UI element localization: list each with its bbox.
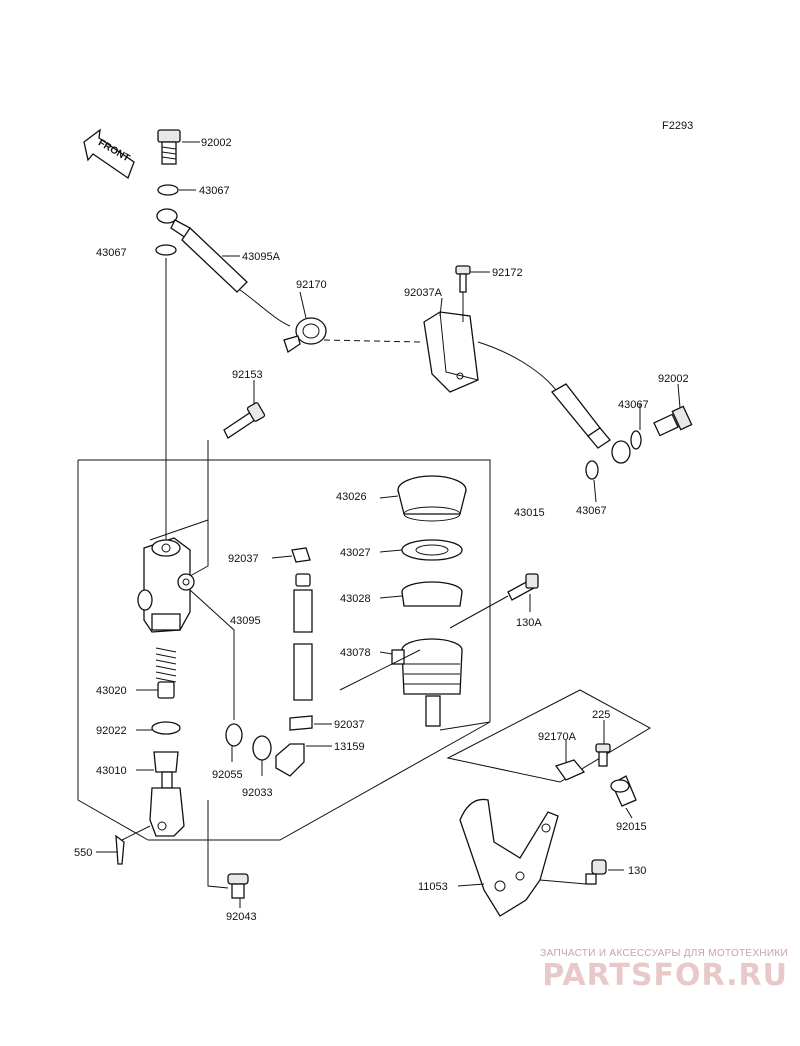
cotter-pin-550 <box>115 834 125 865</box>
part-label-43010: 43010 <box>96 765 127 777</box>
part-label-92002-right: 92002 <box>658 373 689 385</box>
o-ring-92055 <box>225 723 243 747</box>
part-label-43078: 43078 <box>340 647 371 659</box>
elbow-13159 <box>275 743 305 777</box>
part-label-130: 130 <box>628 865 646 877</box>
push-rod-43010 <box>149 751 185 837</box>
clip-92170A <box>554 759 586 781</box>
master-cylinder-body <box>137 537 195 633</box>
reservoir-43078 <box>391 638 463 727</box>
plate-43027 <box>401 539 463 561</box>
part-label-92055: 92055 <box>212 769 243 781</box>
part-label-92037A: 92037A <box>404 287 443 299</box>
part-label-92002-top: 92002 <box>201 137 232 149</box>
pin-92043 <box>227 873 249 899</box>
part-label-43067-right-b: 43067 <box>576 505 607 517</box>
bolt-130 <box>585 859 607 885</box>
banjo-bolt-92002 <box>157 129 181 165</box>
leader-lines <box>96 141 681 908</box>
circlip-92033 <box>252 735 272 761</box>
watermark: ЗАПЧАСТИ И АКСЕССУАРЫ ДЛЯ МОТОТЕХНИКИ PA… <box>488 948 788 993</box>
bracket-11053 <box>459 798 559 917</box>
part-label-92022: 92022 <box>96 725 127 737</box>
bracket-92037A <box>423 311 479 393</box>
part-label-11053: 11053 <box>418 881 448 893</box>
part-label-43067-top: 43067 <box>199 185 230 197</box>
part-label-130A: 130A <box>516 617 542 629</box>
part-label-92170A: 92170A <box>538 731 577 743</box>
watermark-logo: PARTSFOR.RU <box>542 958 788 993</box>
part-label-43067-right-a: 43067 <box>618 399 649 411</box>
washer-43067-left <box>155 244 177 256</box>
washer-43067-right-b <box>585 460 599 480</box>
part-label-43015: 43015 <box>514 507 545 519</box>
part-label-43026: 43026 <box>336 491 367 503</box>
part-label-43028: 43028 <box>340 593 371 605</box>
part-label-92153: 92153 <box>232 369 263 381</box>
reservoir-hose-43095 <box>293 573 313 701</box>
part-label-92015: 92015 <box>616 821 647 833</box>
clamp-92037-a <box>291 547 311 563</box>
washer-43067-right-a <box>630 430 642 450</box>
part-label-43020: 43020 <box>96 685 127 697</box>
bolt-130A <box>507 573 539 601</box>
clamp-92170 <box>283 317 327 354</box>
brake-hose-right <box>551 383 631 464</box>
clamp-92037-b <box>289 715 313 731</box>
part-label-92170: 92170 <box>296 279 327 291</box>
spring-43020 <box>155 647 177 699</box>
cap-43026 <box>397 475 467 522</box>
part-label-92033: 92033 <box>242 787 273 799</box>
part-labels: 92002 43067 43067 43095A 92170 92037A 92… <box>74 137 689 923</box>
part-label-43095A: 43095A <box>242 251 281 263</box>
part-label-225: 225 <box>592 709 610 721</box>
figure-code: F2293 <box>662 120 693 132</box>
part-label-92043: 92043 <box>226 911 257 923</box>
part-label-550: 550 <box>74 847 92 859</box>
washer-43067-top <box>157 184 179 196</box>
snap-ring-92022 <box>151 721 181 735</box>
part-label-92037-b: 92037 <box>334 719 365 731</box>
pin-225 <box>595 743 611 767</box>
collar-92015 <box>610 775 637 807</box>
banjo-bolt-92002-right <box>653 405 693 437</box>
part-label-92037-a: 92037 <box>228 553 259 565</box>
front-arrow-icon: FRONT <box>83 128 135 180</box>
part-label-43095: 43095 <box>230 615 261 627</box>
part-label-92172: 92172 <box>492 267 523 279</box>
part-label-43067-left: 43067 <box>96 247 127 259</box>
bolt-92172 <box>455 265 471 293</box>
part-label-43027: 43027 <box>340 547 371 559</box>
brake-hose-43095A <box>156 208 291 327</box>
watermark-tagline: ЗАПЧАСТИ И АКСЕССУАРЫ ДЛЯ МОТОТЕХНИКИ <box>540 948 788 959</box>
diaphragm-43028 <box>401 581 463 607</box>
bolt-92153 <box>223 402 266 439</box>
part-label-13159: 13159 <box>334 741 365 753</box>
